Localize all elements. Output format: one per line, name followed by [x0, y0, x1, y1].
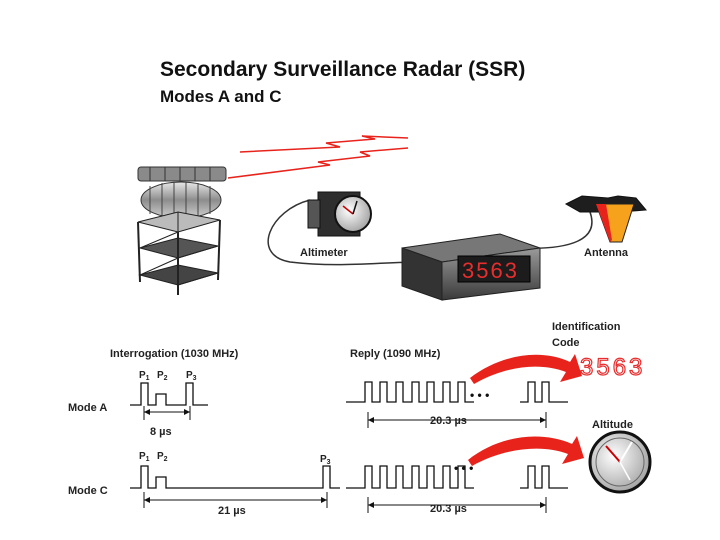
altitude-label: Altitude [592, 419, 633, 431]
radio-signal-zigzag [227, 135, 409, 179]
mode-c-ellipsis: • • • [454, 461, 473, 475]
mode-a-p2-label: P2 [157, 370, 168, 382]
diagram-title: Secondary Surveillance Radar (SSR) [160, 58, 526, 81]
connection-cable [267, 199, 421, 266]
mode-a-spacing-label: 8 µs [150, 426, 172, 438]
mode-c-spacing-label: 21 µs [218, 505, 246, 517]
identification-code-display: 3563 [580, 354, 645, 381]
altimeter-label: Altimeter [300, 247, 348, 259]
diagram-subtitle: Modes A and C [160, 87, 282, 106]
mode-a-ellipsis: • • • [470, 388, 489, 402]
altimeter-icon [307, 191, 372, 237]
mode-a-p1-label: P1 [139, 370, 150, 382]
antenna-label: Antenna [584, 247, 629, 259]
mode-a-p3-label: P3 [186, 370, 197, 382]
mode-a-label: Mode A [68, 402, 107, 414]
transponder-box [401, 233, 541, 301]
mode-a-reply-duration-label: 20.3 µs [430, 415, 467, 427]
mode-a-reply-pulses [346, 381, 568, 403]
altitude-gauge-icon [588, 430, 652, 494]
mode-c-p2-label: P2 [157, 451, 168, 463]
interrogation-label: Interrogation (1030 MHz) [110, 348, 239, 360]
altitude-arrow-icon [468, 436, 584, 466]
reply-label: Reply (1090 MHz) [350, 348, 441, 360]
mode-c-p1-label: P1 [139, 451, 150, 463]
radar-station-icon [137, 166, 227, 295]
mode-c-p3-label: P3 [320, 454, 331, 466]
identification-label: Identification [552, 321, 621, 333]
antenna-cable [519, 211, 593, 249]
mode-c-reply-duration-label: 20.3 µs [430, 503, 467, 515]
mode-a-interrogation-pulses [130, 382, 208, 406]
identification-arrow-icon [470, 354, 582, 384]
code-label: Code [552, 337, 580, 349]
mode-c-reply-pulses [346, 465, 568, 489]
mode-c-interrogation-pulses [130, 465, 340, 489]
transponder-code-display: 3563 [462, 258, 519, 283]
aircraft-antenna-icon [564, 195, 648, 243]
mode-c-label: Mode C [68, 485, 108, 497]
